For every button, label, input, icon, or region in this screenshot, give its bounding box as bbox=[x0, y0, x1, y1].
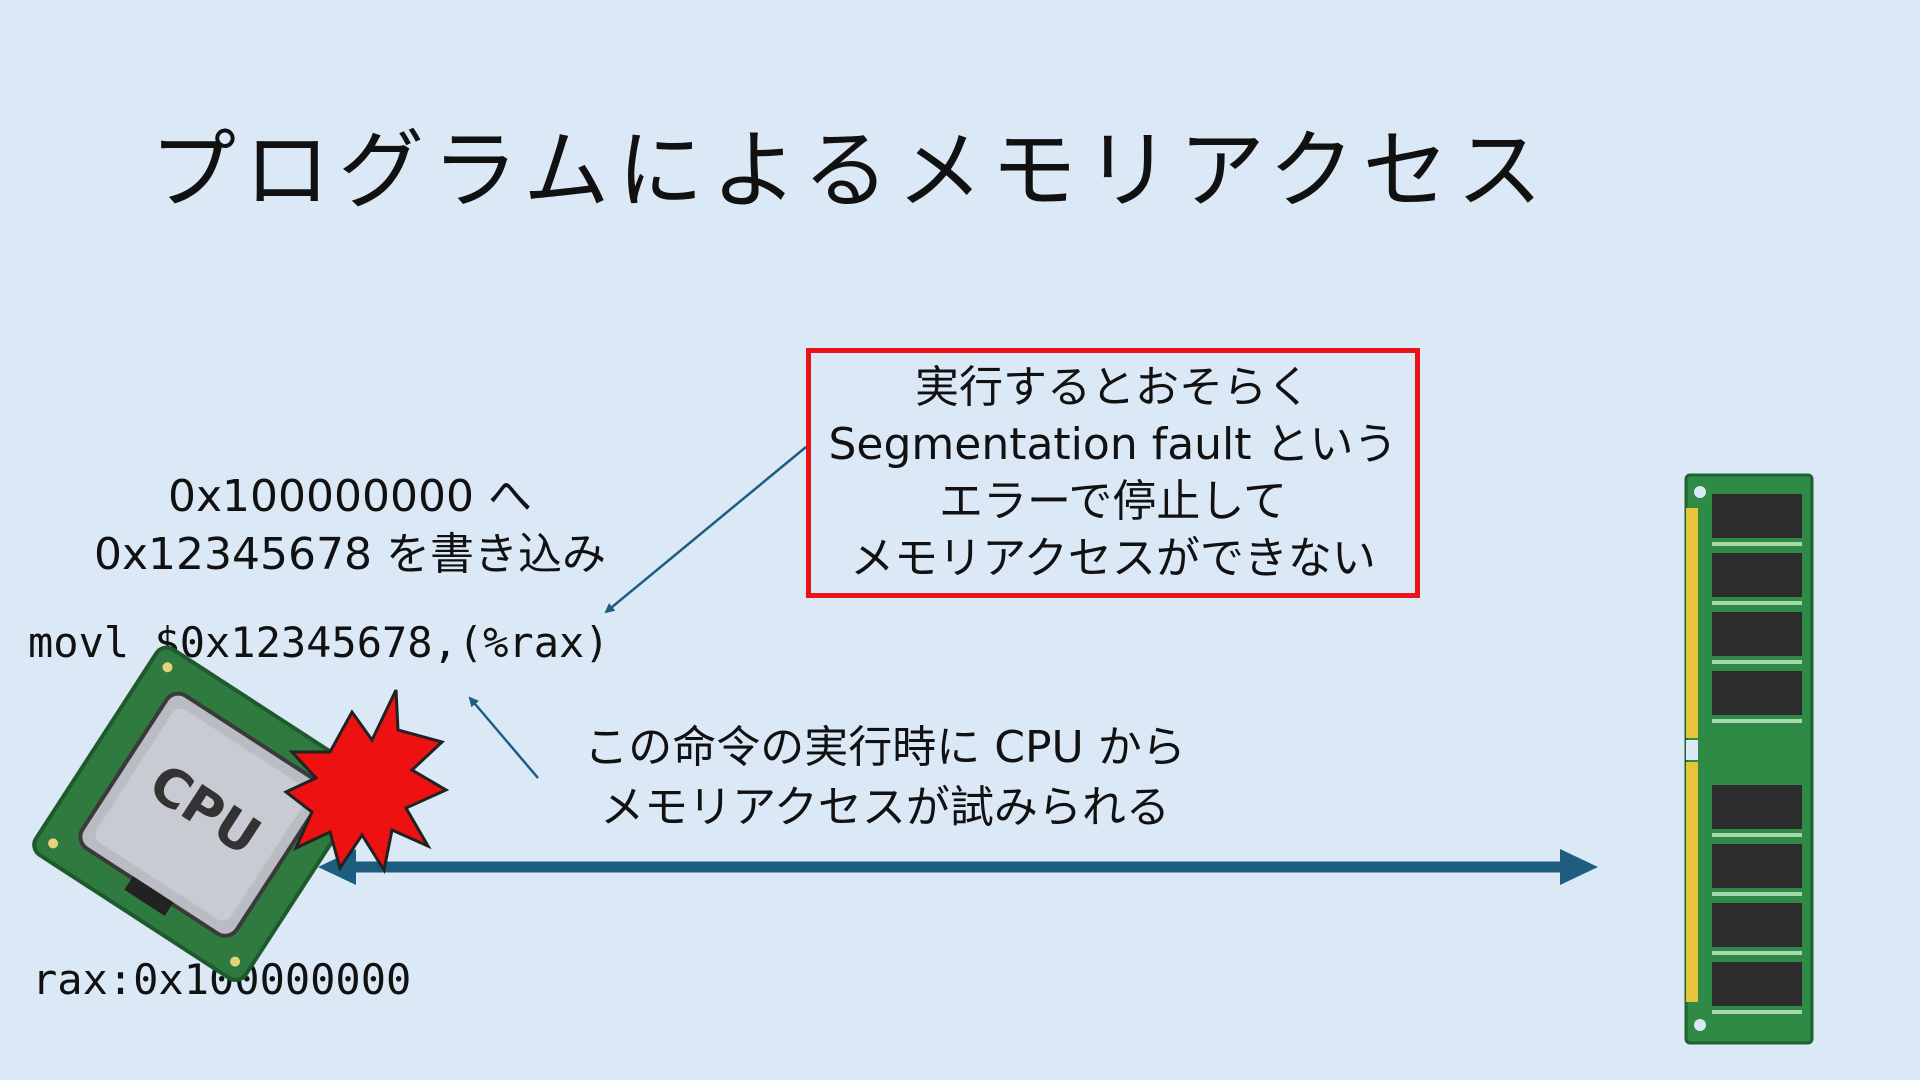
access-explanation: この命令の実行時に CPU から メモリアクセスが試みられる bbox=[530, 718, 1240, 838]
write-target-line-1: 0x100000000 へ bbox=[168, 471, 532, 522]
error-line-4: メモリアクセスができない bbox=[850, 533, 1376, 584]
error-line-3: エラーで停止して bbox=[938, 476, 1288, 527]
error-line-1: 実行するとおそらく bbox=[915, 362, 1311, 413]
error-callout-box: 実行するとおそらく Segmentation fault という エラーで停止し… bbox=[806, 348, 1420, 598]
slide-title: プログラムによるメモリアクセス bbox=[150, 121, 1551, 221]
error-pointer-line bbox=[604, 446, 807, 614]
write-target-text: 0x100000000 へ 0x12345678 を書き込み bbox=[60, 468, 640, 584]
error-line-2: Segmentation fault という bbox=[828, 419, 1398, 470]
write-target-line-2: 0x12345678 を書き込み bbox=[94, 529, 606, 580]
access-line-2: メモリアクセスが試みられる bbox=[600, 782, 1170, 833]
cpu-chip-icon: CPU bbox=[32, 645, 371, 982]
ram-module-icon bbox=[1684, 473, 1814, 1045]
access-line-1: この命令の実行時に CPU から bbox=[584, 722, 1186, 773]
instruction-code: movl $0x12345678,(%rax) bbox=[28, 618, 610, 667]
memory-access-arrow bbox=[318, 849, 1598, 885]
access-pointer-line bbox=[468, 696, 539, 779]
burst-icon bbox=[283, 689, 450, 874]
